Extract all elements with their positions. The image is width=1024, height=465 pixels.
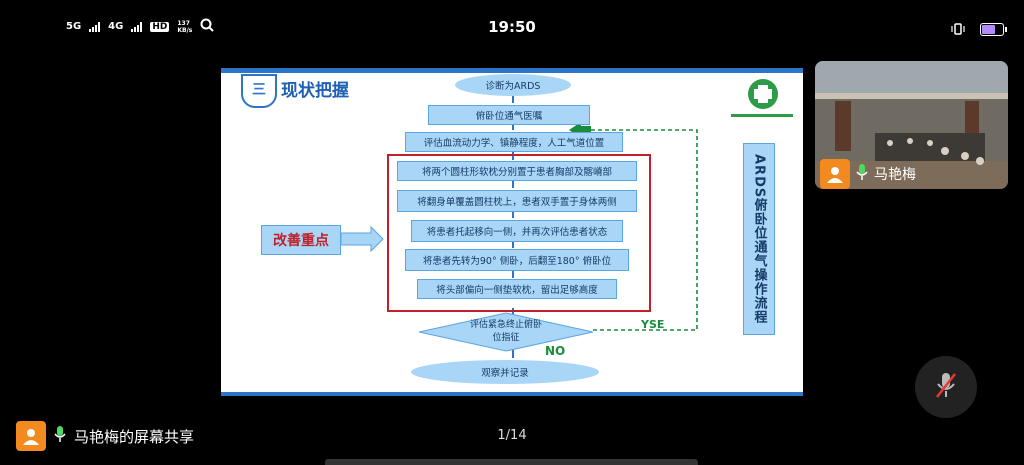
hd-badge: HD — [150, 21, 170, 32]
mic-muted-icon — [933, 370, 959, 404]
slide-top-bar — [221, 68, 803, 73]
key-step-box: 将患者托起移向一侧，并再次评估患者状态 — [411, 220, 623, 242]
hospital-logo-icon — [731, 79, 793, 117]
search-status-icon — [200, 18, 215, 35]
participant-name: 马艳梅 — [874, 167, 916, 183]
signal-icon — [89, 21, 101, 32]
flow-step-box: 评估血流动力学、镇静程度，人工气道位置 — [405, 132, 623, 152]
mic-on-icon — [856, 163, 868, 185]
page-indicator: 1/14 — [497, 428, 527, 443]
no-label: NO — [545, 344, 566, 358]
shared-slide: 三 现状把握 诊断为ARDS 俯卧位通气医嘱 评估血流动力学、镇静程度，人工气道… — [221, 68, 803, 396]
avatar — [16, 421, 46, 451]
key-step-box: 将翻身单覆盖圆柱枕上，患者双手置于身体两侧 — [397, 190, 637, 212]
decision-text: 评估紧急终止俯卧 位指征 — [469, 320, 542, 343]
flow-start-oval: 诊断为ARDS — [455, 74, 571, 96]
home-indicator[interactable] — [325, 459, 698, 465]
network-4g-label: 4G — [108, 21, 124, 32]
screen-share-label: 马艳梅的屏幕共享 — [74, 427, 195, 446]
flow-end-oval: 观察并记录 — [411, 360, 599, 384]
vibrate-icon — [950, 20, 966, 39]
status-bar-left: 5G 4G HD 137 KB/s — [66, 18, 215, 35]
screen-share-indicator: 马艳梅的屏幕共享 — [16, 421, 194, 451]
network-speed: 137 KB/s — [177, 19, 193, 34]
yes-label: YSE — [641, 318, 665, 331]
key-step-box: 将两个圆柱形软枕分别置于患者胸部及髂嵴部 — [397, 161, 637, 181]
improvement-focus-label: 改善重点 — [261, 225, 341, 255]
mute-toggle-button[interactable] — [915, 356, 977, 418]
signal-icon — [131, 21, 143, 32]
flow-step-box: 俯卧位通气医嘱 — [428, 105, 590, 125]
battery-icon — [980, 23, 1007, 36]
decision-diamond — [418, 312, 594, 352]
clock: 19:50 — [488, 18, 536, 36]
status-bar-right — [950, 20, 1007, 39]
network-5g-label: 5G — [66, 21, 82, 32]
video-name-tag: 马艳梅 — [820, 159, 916, 189]
key-step-box: 将头部偏向一侧垫软枕，留出足够高度 — [417, 279, 617, 299]
avatar — [820, 159, 850, 189]
key-steps-frame — [387, 154, 651, 312]
key-step-box: 将患者先转为90° 侧卧，后翻至180° 俯卧位 — [405, 249, 629, 271]
slide-bottom-bar — [221, 392, 803, 396]
mic-on-icon — [54, 425, 66, 447]
section-number-badge: 三 — [241, 74, 277, 108]
procedure-title-vertical: ARDS俯卧位通气操作流程 — [743, 143, 775, 335]
section-title: 现状把握 — [281, 81, 349, 101]
